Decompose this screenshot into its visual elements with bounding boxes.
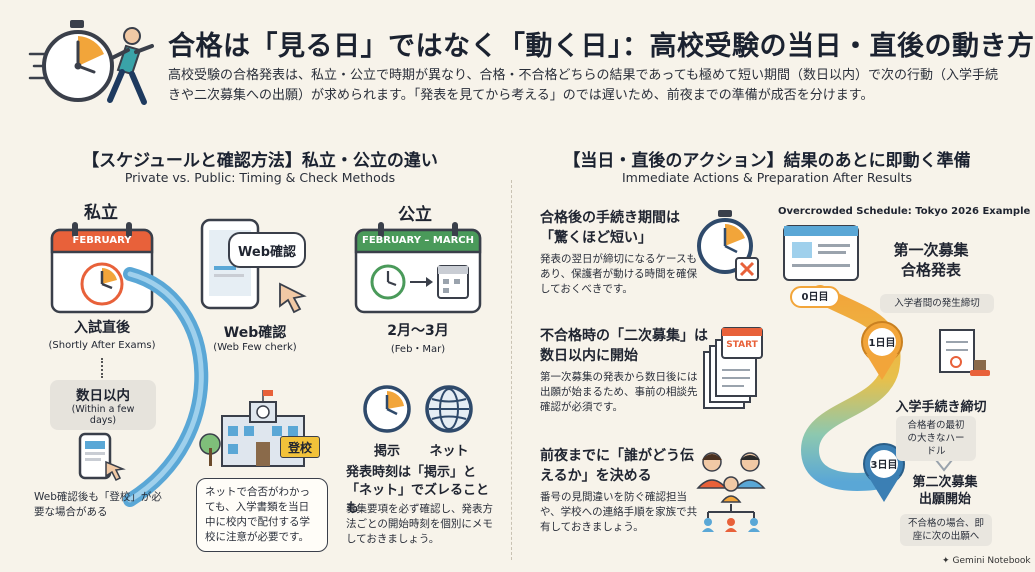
sparkle-icon: ✦: [942, 556, 950, 566]
public-timing-en: (Feb・Mar): [390, 344, 446, 355]
school-note: ネットで合否がわかっても、入学書類を当日中に校内で配付する学校に注意が必要です。: [196, 478, 328, 552]
footer-brand: ✦ Gemini Notebook: [942, 556, 1031, 566]
web-check-en: (Web Few cherk): [213, 342, 297, 353]
calendar-icon: FEBRUARY: [50, 222, 154, 314]
days-en: (Within a few days): [71, 404, 135, 426]
method-title: 発表時刻は「掲示」と「ネット」でズレることも: [346, 465, 490, 516]
public-timing: 2月～3月: [387, 323, 449, 339]
header-illustration: [28, 14, 158, 114]
right-section-title: 【当日・直後のアクション】結果のあとに即動く準備: [563, 151, 971, 171]
method-posting: 掲示: [373, 444, 400, 459]
left-section-subtitle: Private vs. Public: Timing & Check Metho…: [124, 170, 396, 185]
private-label: 私立: [84, 203, 118, 223]
phone-icon: [76, 432, 126, 482]
day0-badge: 0日目: [790, 286, 840, 308]
second-round-title: 第二次募集 出願開始: [912, 475, 978, 507]
page-lead: 高校受験の合格発表は、私立・公立で時期が異なり、合格・不合格どちらの結果であって…: [168, 68, 999, 103]
school-sign: 登校: [280, 436, 320, 458]
web-check-label: Web確認: [223, 325, 287, 341]
globe-icon: [424, 384, 474, 434]
start-label: START: [726, 340, 758, 350]
page-title: 合格は「見る日」ではなく「動く日」：高校受験の当日・直後の動き方: [168, 31, 1035, 62]
dotted-connector: [101, 358, 103, 378]
private-timing: 入試直後: [74, 320, 130, 336]
timeline-path: [780, 220, 1020, 560]
first-result-note: 入学者間の発生締切: [880, 294, 994, 313]
left-section-title: 【スケジュールと確認方法】私立・公立の違い: [82, 151, 438, 171]
days-jp: 数日以内: [76, 388, 130, 404]
clock-icon: [362, 384, 412, 434]
phone-note: Web確認後も「登校」が必要な場合がある: [34, 491, 162, 518]
day3-label: 3日目: [870, 460, 898, 471]
deadline-title: 入学手続き締切: [895, 400, 987, 415]
deadline-note: 合格者の最初の大きなハードル: [896, 416, 976, 461]
public-calendar-icon: FEBRUARY – MARCH: [354, 222, 482, 314]
days-pill: 数日以内 (Within a few days): [50, 380, 156, 430]
action-item-3-note: 番号の見間違いを防ぐ確認担当や、学校への連絡手順を家族で共有しておきましょう。: [540, 491, 698, 533]
action-item-2-title: 不合格時の「二次募集」は数日以内に開始: [540, 328, 708, 364]
second-round-note: 不合格の場合、即座に次の出願へ: [900, 514, 992, 546]
documents-icon: START: [702, 326, 766, 412]
public-calendar-month: FEBRUARY – MARCH: [362, 235, 474, 246]
first-result-title: 第一次募集 合格発表: [893, 241, 969, 279]
method-note: 募集要項を必ず確認し、発表方法ごとの開始時刻を個別にメモしておきましょう。: [346, 503, 493, 545]
family-icon: [694, 448, 774, 534]
web-bubble-label: Web確認: [238, 244, 296, 260]
action-item-1-title: 合格後の手続き期間は「驚くほど短い」: [540, 210, 680, 246]
timeline-heading: Overcrowded Schedule: Tokyo 2026 Example: [778, 206, 1031, 217]
day1-label: 1日目: [868, 338, 896, 349]
day0-label: 0日目: [801, 292, 829, 303]
footer-brand-label: Gemini Notebook: [952, 556, 1031, 566]
action-item-3-title: 前夜までに「誰がどう伝えるか」を決める: [540, 448, 694, 484]
section-divider: [511, 180, 512, 560]
action-item-2-note: 第一次募集の発表から数日後には出願が始まるため、事前の相談先確認が必須です。: [540, 371, 698, 413]
method-net: ネット: [429, 444, 469, 459]
private-calendar-month: FEBRUARY: [72, 235, 132, 246]
public-label: 公立: [398, 205, 432, 225]
timeline-road: [100, 267, 220, 508]
web-bubble: Web確認: [228, 232, 306, 268]
stopwatch-icon: [692, 208, 762, 284]
right-section-subtitle: Immediate Actions & Preparation After Re…: [621, 170, 913, 185]
action-item-1-note: 発表の翌日が締切になるケースもあり、保護者が動ける時間を確保しておくべきです。: [540, 253, 698, 295]
private-timing-en: (Shortly After Exams): [48, 340, 156, 351]
